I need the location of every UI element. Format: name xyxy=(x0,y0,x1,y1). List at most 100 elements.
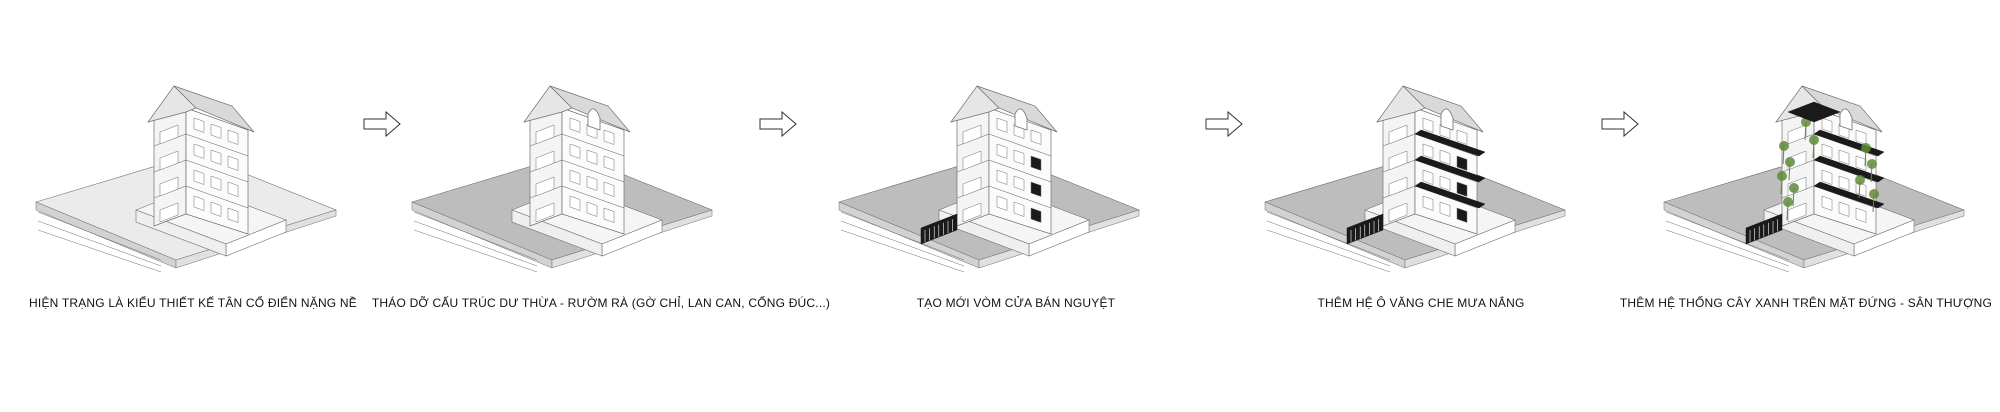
window xyxy=(1456,155,1468,171)
window xyxy=(603,181,615,197)
roof xyxy=(1402,85,1484,133)
step-5-greenery-building xyxy=(1663,85,1965,273)
vine xyxy=(1812,139,1815,159)
window xyxy=(586,201,598,217)
window xyxy=(227,181,239,197)
window xyxy=(1388,124,1408,145)
window xyxy=(1388,150,1408,171)
window xyxy=(1821,195,1833,211)
step-3-arched-windows-building xyxy=(838,85,1140,273)
floor-line xyxy=(988,159,1052,183)
vine xyxy=(1872,193,1875,213)
floor-line xyxy=(185,185,249,209)
window xyxy=(193,117,205,133)
window xyxy=(1787,124,1807,145)
vine xyxy=(1786,201,1789,221)
window xyxy=(1855,155,1867,171)
canopy xyxy=(1414,181,1486,209)
vine xyxy=(1788,161,1791,181)
road-line xyxy=(840,211,965,261)
vine xyxy=(1804,121,1807,141)
window xyxy=(1456,207,1468,223)
window xyxy=(210,123,222,139)
roof xyxy=(549,85,631,133)
window xyxy=(1422,195,1434,211)
window xyxy=(962,150,982,171)
roof xyxy=(1801,85,1883,133)
window xyxy=(1855,181,1867,197)
road-line xyxy=(37,220,162,267)
step-1-caption: HIỆN TRẠNG LÀ KIỂU THIẾT KẾ TÂN CỔ ĐIỂN … xyxy=(29,296,357,310)
road-line xyxy=(1665,211,1790,261)
window xyxy=(1422,117,1434,133)
road-line xyxy=(413,220,538,267)
window xyxy=(996,195,1008,211)
floor-line xyxy=(561,159,625,183)
road-line xyxy=(840,229,965,273)
window xyxy=(1439,201,1451,217)
window xyxy=(193,143,205,159)
window xyxy=(996,169,1008,185)
window xyxy=(210,201,222,217)
window xyxy=(193,195,205,211)
window xyxy=(1013,175,1025,191)
step-2-stripped-building xyxy=(411,85,713,273)
window xyxy=(1439,149,1451,165)
window xyxy=(227,207,239,223)
arrow-shape xyxy=(759,110,797,138)
window xyxy=(1388,176,1408,197)
arrow-shape xyxy=(1205,110,1243,138)
window xyxy=(1030,155,1042,171)
window xyxy=(159,176,179,197)
arrow-right-icon xyxy=(363,110,401,138)
step-4-caption: THÊM HỆ Ô VĂNG CHE MƯA NẮNG xyxy=(1317,296,1525,310)
arrow-right-icon xyxy=(759,110,797,138)
window xyxy=(535,150,555,171)
step-4-canopy-building xyxy=(1264,85,1566,273)
window xyxy=(1439,175,1451,191)
window xyxy=(535,202,555,223)
vine xyxy=(1864,147,1867,167)
roof xyxy=(976,85,1058,133)
window xyxy=(227,155,239,171)
road-line xyxy=(413,229,538,273)
road-line xyxy=(37,211,162,261)
vine xyxy=(1792,187,1795,207)
window xyxy=(962,124,982,145)
roof xyxy=(173,85,255,133)
arched-window xyxy=(1440,108,1454,131)
window xyxy=(210,149,222,165)
arched-window xyxy=(587,108,601,131)
window xyxy=(1838,175,1850,191)
roof-pergola xyxy=(1787,101,1841,123)
floor-line xyxy=(561,185,625,209)
window xyxy=(569,117,581,133)
canopy xyxy=(1414,155,1486,183)
vine xyxy=(1782,145,1785,165)
vine xyxy=(1858,179,1861,199)
window xyxy=(996,143,1008,159)
window xyxy=(569,169,581,185)
window xyxy=(586,175,598,191)
window xyxy=(603,155,615,171)
arrow-right-icon xyxy=(1601,110,1639,138)
window xyxy=(586,149,598,165)
window xyxy=(535,124,555,145)
window xyxy=(1388,202,1408,223)
arrow-shape xyxy=(363,110,401,138)
window xyxy=(603,129,615,145)
floor-line xyxy=(988,185,1052,209)
window xyxy=(1838,149,1850,165)
road-line xyxy=(1665,229,1790,273)
arrow-right-icon xyxy=(1205,110,1243,138)
window xyxy=(1030,129,1042,145)
road-line xyxy=(1266,220,1391,267)
window xyxy=(227,129,239,145)
window xyxy=(1821,169,1833,185)
window xyxy=(1030,181,1042,197)
window xyxy=(1422,143,1434,159)
window xyxy=(1456,181,1468,197)
window xyxy=(1030,207,1042,223)
window xyxy=(1013,149,1025,165)
window xyxy=(210,175,222,191)
